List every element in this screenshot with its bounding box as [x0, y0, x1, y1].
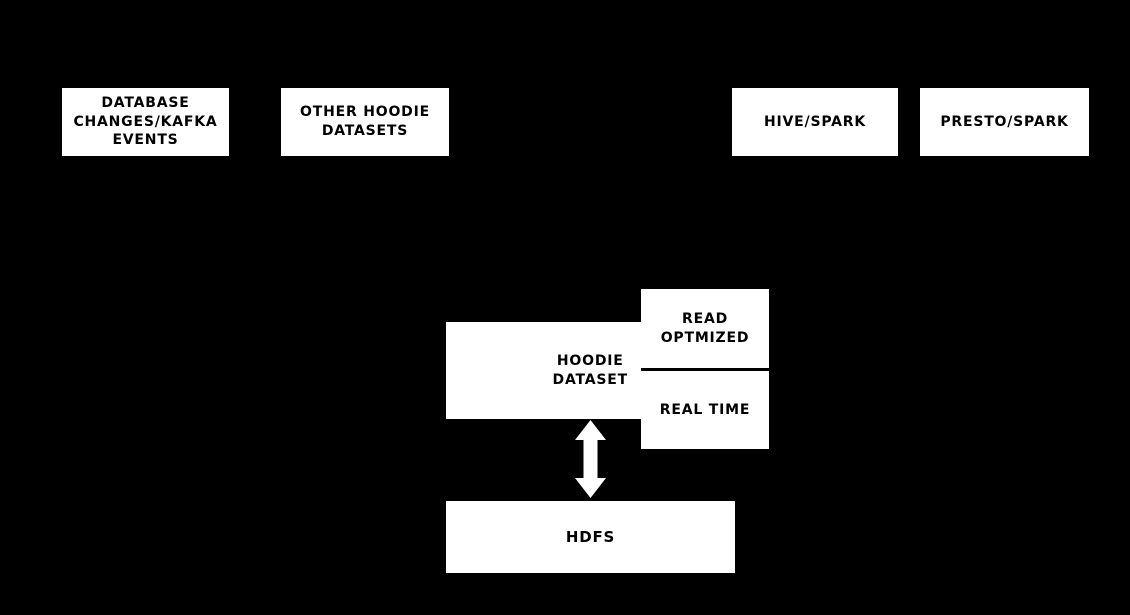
- node-label: READ OPTMIZED: [660, 310, 750, 346]
- node-real-time-view[interactable]: REAL TIME: [641, 371, 769, 449]
- node-other-hoodie-datasets[interactable]: OTHER HOODIE DATASETS: [281, 88, 449, 156]
- node-hdfs[interactable]: HDFS: [446, 501, 735, 573]
- double-headed-arrow-icon: [574, 420, 607, 498]
- node-read-optimized-view[interactable]: READ OPTMIZED: [641, 289, 769, 371]
- node-hoodie-dataset[interactable]: HOODIE DATASET: [446, 322, 642, 419]
- node-label: OTHER HOODIE DATASETS: [300, 104, 430, 139]
- node-label: HIVE/SPARK: [764, 113, 866, 130]
- node-label: HOODIE DATASET: [552, 352, 628, 388]
- node-label: REAL TIME: [659, 401, 751, 418]
- node-label: DATABASE CHANGES/KAFKA EVENTS: [73, 94, 218, 149]
- node-label: PRESTO/SPARK: [940, 113, 1069, 130]
- node-presto-spark[interactable]: PRESTO/SPARK: [920, 88, 1089, 156]
- node-hive-spark[interactable]: HIVE/SPARK: [732, 88, 898, 156]
- node-label: HDFS: [565, 527, 616, 546]
- node-database-changes-kafka-events[interactable]: DATABASE CHANGES/KAFKA EVENTS: [62, 88, 229, 156]
